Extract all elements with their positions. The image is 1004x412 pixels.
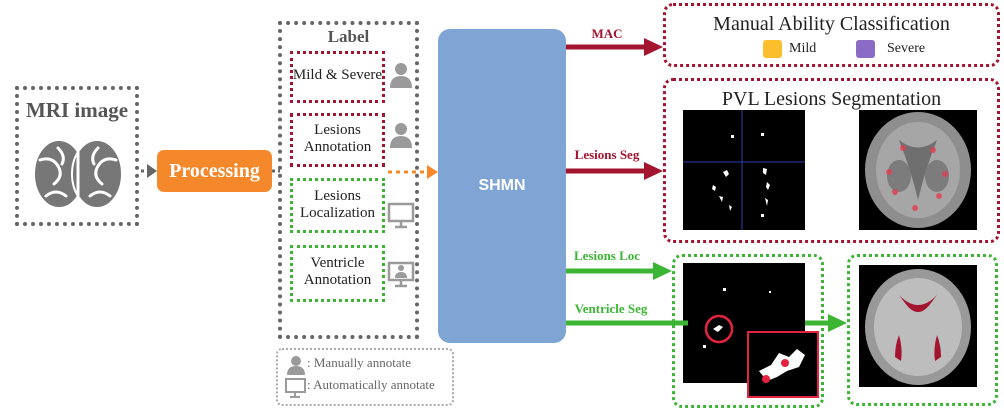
- lesions-seg-arrow: [566, 162, 663, 180]
- mild-swatch: [763, 40, 782, 58]
- pvl-overlay-image: [859, 110, 977, 230]
- label-ventricle-annotation-box: [290, 245, 385, 302]
- mac-output-title: Manual Ability Classification: [713, 13, 950, 35]
- ventricle-seg-image: [859, 265, 977, 387]
- ventricle-seg-arrow-label: Ventricle Seg: [574, 301, 648, 316]
- severe-swatch: [856, 40, 875, 58]
- label-lesions-localization: Lesions Localization: [300, 188, 375, 222]
- legend-manual-text: : Manually annotate: [307, 355, 411, 370]
- label-group-box: [278, 21, 419, 339]
- shmn-model-label: SHMN: [478, 177, 526, 194]
- mac-output-box: [663, 3, 1000, 67]
- label-group-title: Label: [327, 27, 370, 46]
- lesions-seg-arrow-label: Lesions Seg: [574, 147, 640, 162]
- lesion-zoom-inset: [747, 331, 819, 398]
- label-ventricle-annotation: Ventricle Annotation: [303, 255, 372, 289]
- label-lesions-annotation: Lesions Annotation: [303, 122, 372, 156]
- input-to-processing-arrow: [141, 164, 157, 178]
- lesions-loc-arrow-label: Lesions Loc: [573, 248, 641, 263]
- ventricle-seg-box: [847, 254, 998, 406]
- label-mild-severe: Mild & Severe: [292, 67, 383, 83]
- lesion-mask-image: [683, 110, 805, 230]
- annotation-legend-box: [276, 348, 454, 406]
- processing-box: [157, 150, 272, 192]
- mri-input-box: [15, 86, 139, 226]
- shmn-model-box: [438, 29, 566, 343]
- processing-label: Processing: [169, 160, 260, 182]
- label-lesions-annotation-box: [290, 113, 385, 167]
- mild-legend-label: Mild: [789, 41, 817, 56]
- legend-automatic-text: : Automatically annotate: [307, 377, 435, 392]
- mac-arrow-label: MAC: [591, 26, 623, 41]
- lesion-localization-box: [672, 254, 824, 408]
- label-lesions-localization-box: [290, 178, 385, 233]
- pvl-output-title: PVL Lesions Segmentation: [721, 88, 942, 110]
- lesions-loc-arrow: [566, 262, 672, 280]
- mri-input-title: MRI image: [25, 98, 129, 122]
- severe-legend-label: Severe: [887, 41, 926, 56]
- label-mild-severe-box: [290, 51, 385, 103]
- pvl-output-box: [663, 78, 1000, 243]
